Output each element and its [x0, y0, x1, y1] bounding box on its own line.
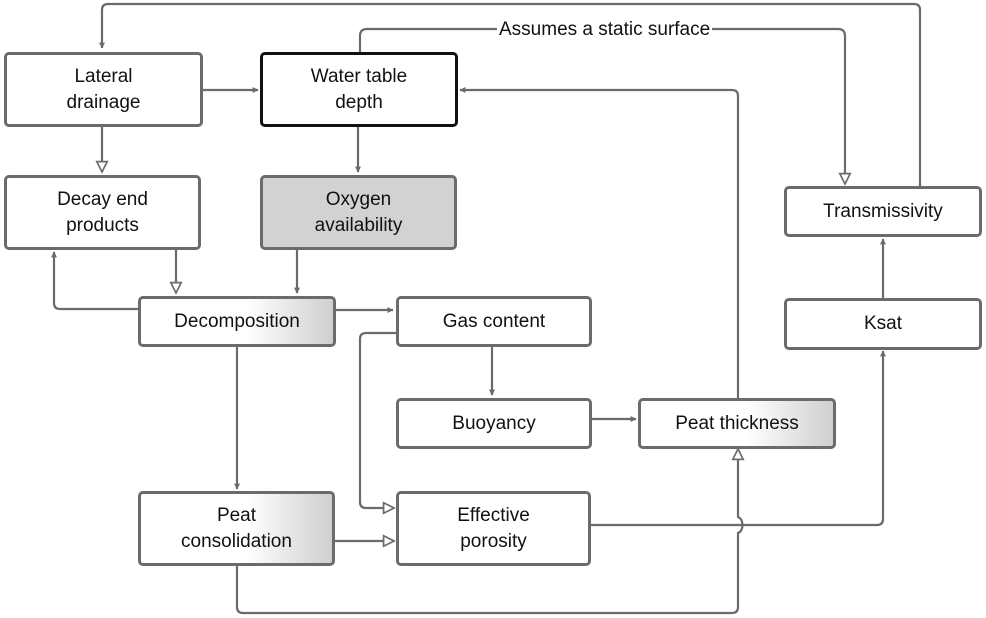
edge-decomposition-to-decay-end: [51, 251, 138, 311]
node-label: Buoyancy: [452, 412, 536, 434]
node-label: Decay end products: [57, 188, 148, 236]
node-label: Effective porosity: [457, 504, 530, 552]
node-ksat[interactable]: Ksat: [784, 298, 982, 350]
node-water-table-depth[interactable]: Water table depth: [260, 52, 458, 127]
edge-thickness-to-water-table: [459, 87, 740, 398]
node-label: Oxygen availability: [314, 188, 403, 236]
node-transmissivity[interactable]: Transmissivity: [784, 186, 982, 237]
node-label: Decomposition: [174, 310, 300, 332]
node-label: Transmissivity: [823, 200, 943, 222]
node-label: Gas content: [442, 310, 546, 332]
node-decay-end-products[interactable]: Decay end products: [4, 175, 201, 250]
edge-transmissivity-to-lateral-drainage: [99, 2, 922, 186]
node-label: Lateral drainage: [66, 65, 141, 113]
node-peat-consolidation[interactable]: Peat consolidation: [138, 491, 335, 566]
node-label: Ksat: [863, 313, 903, 334]
edge-gas-to-porosity: [358, 331, 396, 508]
node-buoyancy[interactable]: Buoyancy: [396, 398, 592, 449]
node-lateral-drainage[interactable]: Lateral drainage: [4, 52, 203, 127]
node-peat-thickness[interactable]: Peat thickness: [638, 398, 836, 449]
node-label: Peat thickness: [675, 412, 799, 434]
node-label: Peat consolidation: [181, 504, 292, 552]
node-label: Water table depth: [310, 65, 408, 113]
edge-label-static-surface: Assumes a static surface: [497, 17, 713, 43]
node-effective-porosity[interactable]: Effective porosity: [396, 491, 591, 566]
node-gas-content[interactable]: Gas content: [396, 296, 592, 347]
edge-porosity-to-ksat: [591, 350, 886, 527]
node-oxygen-availability[interactable]: Oxygen availability: [260, 175, 457, 250]
node-decomposition[interactable]: Decomposition: [138, 296, 336, 347]
